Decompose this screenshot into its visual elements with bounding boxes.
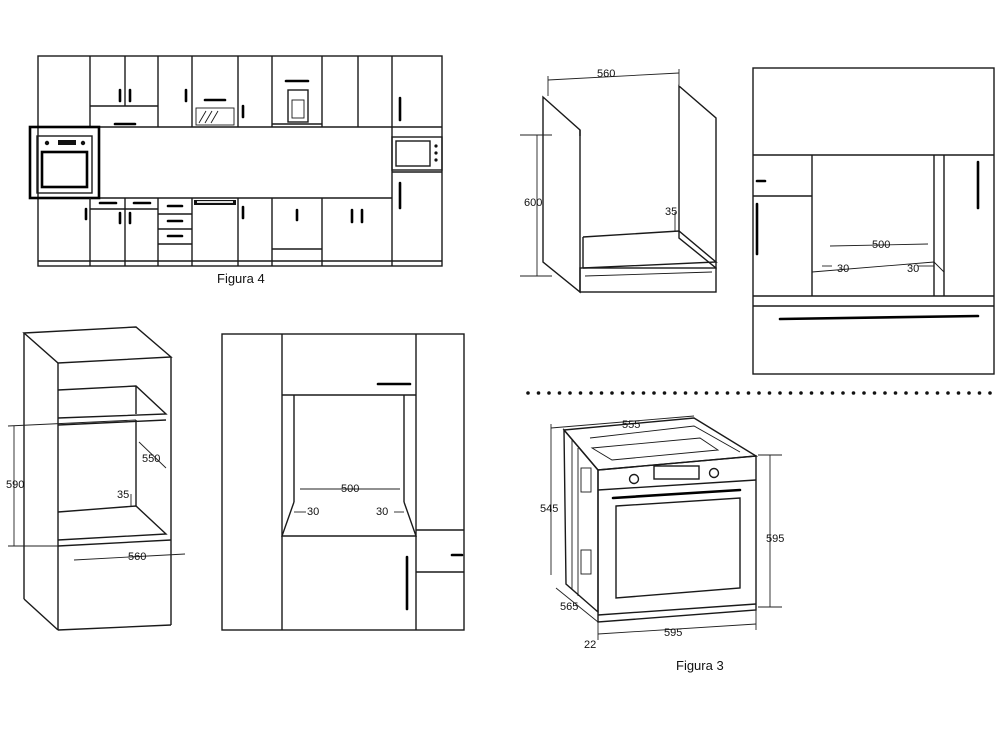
dim-oven-offset: 22 <box>584 639 596 651</box>
separator-dot <box>599 391 604 395</box>
separator-dot <box>862 391 866 395</box>
separator-dot <box>725 391 730 395</box>
dotted-separator <box>526 391 992 395</box>
dim-niche-left: 30 <box>837 263 849 275</box>
separator-dot <box>704 391 709 395</box>
dim-tall-width: 560 <box>128 551 146 563</box>
separator-dot <box>683 391 688 395</box>
dim-tall-margin-left: 30 <box>307 506 319 518</box>
separator-dot <box>830 391 835 395</box>
separator-dot <box>967 391 971 395</box>
separator-dot <box>925 391 929 395</box>
dim-oven-front-width: 595 <box>664 627 682 639</box>
separator-dot <box>578 391 583 395</box>
separator-dot <box>620 391 625 395</box>
separator-dot <box>746 391 751 395</box>
dim-niche-right: 30 <box>907 263 919 275</box>
separator-dot <box>946 391 950 395</box>
separator-dot <box>778 391 782 395</box>
separator-dot <box>673 391 677 395</box>
separator-dot <box>799 391 803 395</box>
separator-dot <box>956 391 961 395</box>
separator-dot <box>841 391 845 395</box>
dim-tall-depth: 550 <box>142 453 160 465</box>
separator-dot <box>809 391 814 395</box>
separator-dot <box>662 391 667 395</box>
separator-dot <box>935 391 940 395</box>
separator-dot <box>767 391 772 395</box>
separator-dot <box>977 391 982 395</box>
dim-oven-depth: 565 <box>560 601 578 613</box>
dim-oven-side-height: 545 <box>540 503 558 515</box>
separator-dot <box>893 391 898 395</box>
separator-dot <box>736 391 740 395</box>
separator-dot <box>883 391 887 395</box>
under-counter-niche <box>752 67 995 375</box>
dim-oven-front-height: 595 <box>766 533 784 545</box>
separator-dot <box>641 391 646 395</box>
tall-column-niche <box>221 333 465 631</box>
dim-tall-gap: 35 <box>117 489 129 501</box>
dim-tall-niche-depth: 500 <box>341 483 359 495</box>
separator-dot <box>589 391 593 395</box>
dim-niche-depth: 500 <box>872 239 890 251</box>
separator-dot <box>914 391 919 395</box>
separator-dot <box>631 391 635 395</box>
kitchen-elevation <box>28 55 443 267</box>
separator-dot <box>568 391 572 395</box>
dim-cab-width: 560 <box>597 68 615 80</box>
separator-dot <box>851 391 856 395</box>
dim-cab-gap: 35 <box>665 206 677 218</box>
separator-dot <box>526 391 530 395</box>
figure-3-caption: Figura 3 <box>676 658 724 673</box>
separator-dot <box>757 391 761 395</box>
base-cabinet-drawing <box>520 69 718 294</box>
tall-cabinet-drawing <box>7 326 186 631</box>
dim-tall-margin-right: 30 <box>376 506 388 518</box>
separator-dot <box>694 391 698 395</box>
dim-cab-height: 600 <box>524 197 542 209</box>
oven-drawing <box>550 415 782 640</box>
separator-dot <box>715 391 719 395</box>
dim-oven-width-top: 555 <box>622 419 640 431</box>
dim-tall-height: 590 <box>6 479 24 491</box>
figure-4-caption: Figura 4 <box>217 271 265 286</box>
separator-dot <box>820 391 824 395</box>
separator-dot <box>610 391 614 395</box>
separator-dot <box>536 391 541 395</box>
separator-dot <box>904 391 908 395</box>
separator-dot <box>652 391 656 395</box>
separator-dot <box>988 391 992 395</box>
separator-dot <box>557 391 562 395</box>
separator-dot <box>547 391 551 395</box>
separator-dot <box>872 391 877 395</box>
separator-dot <box>788 391 793 395</box>
